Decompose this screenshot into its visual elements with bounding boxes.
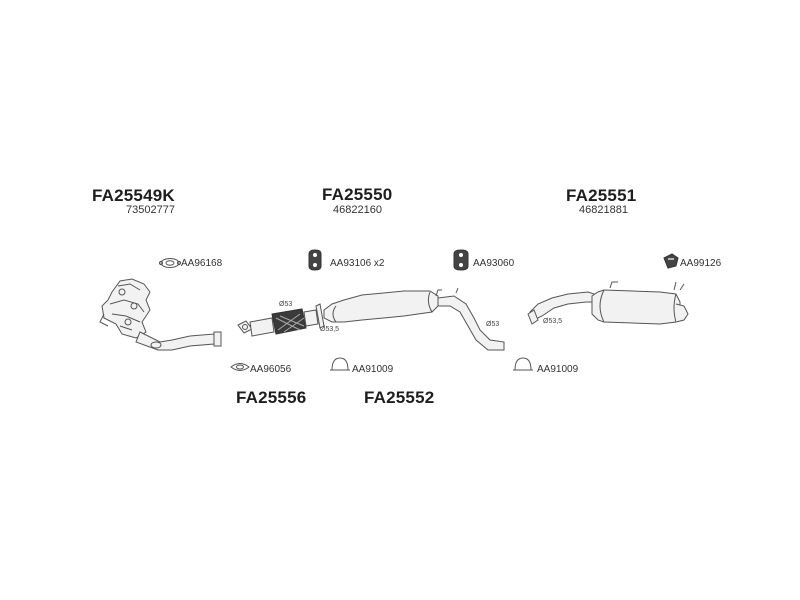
clamp-icon-aa91009-right bbox=[513, 357, 533, 371]
clamp-icon-aa91009-left bbox=[330, 357, 350, 371]
group-code-fa25551: FA25551 bbox=[566, 186, 637, 205]
gasket-icon-aa96168 bbox=[158, 258, 182, 268]
dimension-label-d53-mid: Ø53 bbox=[486, 321, 500, 328]
bracket-icon-aa99126 bbox=[663, 253, 679, 269]
flex-pipe-drawing bbox=[237, 303, 325, 337]
part-label-aa93106: AA93106 x2 bbox=[330, 258, 385, 269]
part-label-aa96168: AA96168 bbox=[181, 258, 223, 269]
part-label-aa91009-right: AA91009 bbox=[537, 364, 579, 375]
group-number-46822160: 46822160 bbox=[333, 204, 382, 216]
dimension-label-d53-5-front: Ø53,5 bbox=[320, 326, 340, 333]
dimension-label-d53-front: Ø53 bbox=[279, 301, 293, 308]
gasket-icon-aa96056 bbox=[230, 363, 250, 371]
rubber-hanger-icon-aa93060 bbox=[453, 249, 469, 271]
group-number-46821881: 46821881 bbox=[579, 204, 628, 216]
part-label-aa91009-left: AA91009 bbox=[352, 364, 394, 375]
group-number-73502777: 73502777 bbox=[126, 204, 175, 216]
part-label-aa96056: AA96056 bbox=[250, 364, 292, 375]
group-code-fa25549k: FA25549K bbox=[92, 186, 175, 205]
group-code-fa25556: FA25556 bbox=[236, 388, 307, 407]
rear-silencer-drawing bbox=[527, 281, 689, 325]
group-code-fa25552: FA25552 bbox=[364, 388, 435, 407]
rubber-hanger-icon-aa93106 bbox=[308, 249, 322, 271]
group-code-fa25550: FA25550 bbox=[322, 185, 393, 204]
dimension-label-d53-5-rear: Ø53,5 bbox=[543, 318, 563, 325]
catalytic-converter-drawing bbox=[99, 278, 222, 351]
middle-silencer-drawing bbox=[323, 287, 505, 351]
part-label-aa99126: AA99126 bbox=[680, 258, 722, 269]
part-label-aa93060: AA93060 bbox=[473, 258, 515, 269]
